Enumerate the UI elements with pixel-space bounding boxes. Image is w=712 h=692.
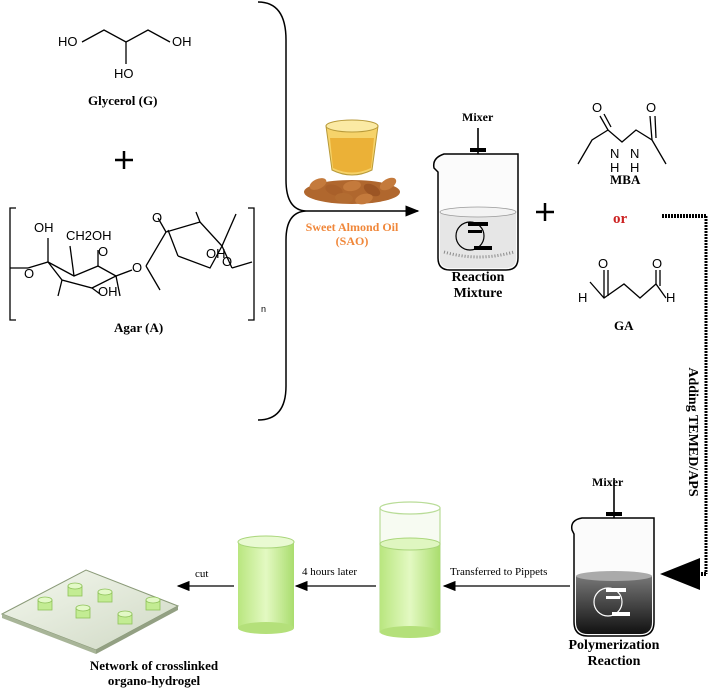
ga-atom-o-right: O [652, 256, 663, 271]
mba-atom-h-right: H [630, 160, 640, 175]
adding-temed-aps-label: Adding TEMED/APS [685, 367, 700, 497]
almond-oil-label-line1: Sweet Almond Oil [305, 220, 399, 234]
glycerol-atom-ho-bottom: HO [114, 66, 134, 81]
agar-repeat-n: n [261, 304, 267, 314]
ga-atom-h-left: H [578, 290, 588, 305]
polymerization-label: Polymerization Reaction [552, 638, 676, 670]
reaction-mixture-label: Reaction Mixture [428, 270, 528, 302]
agar-atom-o-ring1: O [98, 244, 109, 259]
result-label: Network of crosslinked organo-hydrogel [64, 658, 244, 688]
agar-atom-oh-2: OH [98, 284, 118, 299]
mba-atom-n-right: N [630, 146, 640, 161]
glycerol-atom-oh-right: OH [172, 34, 192, 49]
polymerization-label-line1: Polymerization [568, 638, 660, 653]
almond-oil-label: Sweet Almond Oil (SAO) [296, 220, 408, 248]
mba-label: MBA [610, 172, 641, 187]
agar-atom-o-ring2: O [152, 210, 163, 225]
wait-step-label: 4 hours later [302, 566, 357, 578]
almond-oil-label-line2: (SAO) [335, 234, 369, 248]
result-label-line2: organo-hydrogel [107, 673, 201, 688]
plus-sign-left [115, 151, 133, 169]
mba-atom-o-left: O [592, 100, 603, 115]
result-label-line1: Network of crosslinked [89, 658, 219, 673]
ga-label: GA [614, 318, 634, 333]
mixer-label-top: Mixer [462, 110, 494, 124]
ga-atom-h-right: H [666, 290, 676, 305]
agar-atom-o-ring2-right: O [222, 254, 233, 269]
plus-sign-right [536, 203, 554, 221]
reaction-mixture-label-line2: Mixture [453, 286, 503, 301]
mba-atom-h-left: H [610, 160, 620, 175]
glycerol-structure [81, 29, 171, 64]
mba-structure [577, 113, 667, 165]
gel-network-plate [0, 569, 180, 654]
agar-atom-o-link-left: O [24, 266, 35, 281]
pipette-tube [379, 501, 441, 638]
agar-atom-oh-1: OH [34, 220, 54, 235]
mba-atom-n-left: N [610, 146, 620, 161]
or-text: or [613, 211, 628, 227]
gel-cylinder [237, 535, 295, 634]
almond-oil-image [304, 119, 400, 205]
reaction-mixture-label-line1: Reaction [451, 270, 505, 285]
agar-atom-ch2oh: CH2OH [66, 228, 112, 243]
polymerization-label-line2: Reaction [587, 654, 641, 669]
reaction-beaker [432, 128, 519, 271]
ga-structure [589, 270, 667, 299]
polymerization-beaker [570, 478, 655, 637]
agar-label: Agar (A) [114, 320, 164, 335]
agar-structure [9, 207, 255, 321]
ga-atom-o-left: O [598, 256, 609, 271]
cut-step-label: cut [195, 568, 209, 580]
transfer-step-label: Transferred to Pippets [450, 566, 548, 578]
glycerol-atom-ho-left: HO [58, 34, 78, 49]
agar-atom-oh-3: OH [206, 246, 226, 261]
glycerol-label: Glycerol (G) [88, 93, 158, 108]
agar-atom-o-link-mid: O [132, 260, 143, 275]
grouping-brace [257, 1, 307, 421]
mba-atom-o-right: O [646, 100, 657, 115]
mixer-label-bottom: Mixer [592, 475, 624, 489]
adding-step-connector [660, 214, 708, 590]
